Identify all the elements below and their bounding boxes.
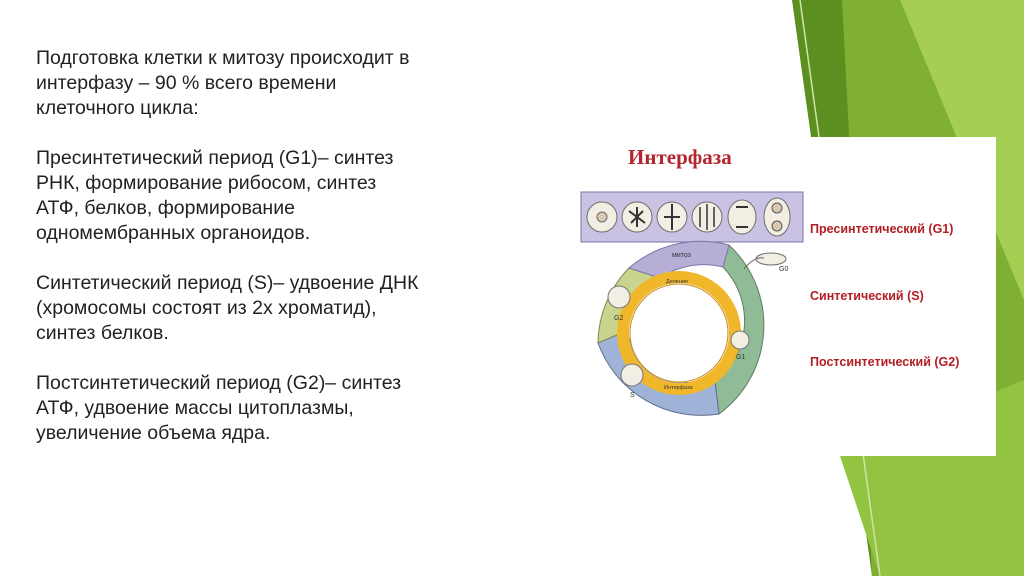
label-mitosis: митоз (672, 252, 691, 259)
label-inner-bottom: Интерфаза (664, 385, 694, 391)
paragraph-g1: Пресинтетический период (G1)– синтез РНК… (36, 146, 556, 246)
paragraph-intro: Подготовка клетки к митозу происходит в … (36, 46, 556, 121)
text-line: Синтетический период (S)– удвоение ДНК (36, 272, 419, 294)
text-line: Пресинтетический период (G1)– синтез (36, 147, 394, 169)
s-cell (620, 363, 644, 387)
legend-g1: Пресинтетический (G1) (810, 222, 954, 236)
paragraph-g2: Постсинтетический период (G2)– синтез АТ… (36, 371, 556, 446)
mitosis-sector (627, 240, 730, 279)
g0-arrow (743, 257, 765, 270)
label-inner-top: Деление (666, 279, 688, 285)
text-line: Подготовка клетки к митозу происходит в (36, 47, 410, 69)
text-line: интерфазу – 90 % всего времени (36, 72, 337, 94)
text-line: клеточного цикла: (36, 97, 199, 119)
text-line: (хромосомы состоят из 2х хроматид), (36, 297, 377, 319)
text-line: Постсинтетический период (G2)– синтез (36, 372, 402, 394)
interphase-figure: митоз G0 G1 G2 S Деление Интерфаза Интер… (574, 137, 996, 456)
label-s: S (630, 392, 635, 399)
legend-s: Синтетический (S) (810, 289, 924, 303)
legend-g2: Постсинтетический (G2) (810, 355, 960, 369)
g1-cell (730, 330, 750, 350)
inner-white (629, 283, 729, 383)
mitosis-stage-icons (586, 197, 791, 237)
figure-title: Интерфаза (628, 145, 732, 169)
text-line: РНК, формирование рибосом, синтез (36, 172, 377, 194)
cell-cycle-diagram: митоз G0 G1 G2 S Деление Интерфаза (580, 191, 804, 416)
label-g1: G1 (736, 354, 745, 361)
label-g2: G2 (614, 315, 623, 322)
g0-cell (755, 252, 787, 266)
text-line: синтез белков. (36, 322, 169, 344)
body-text: Подготовка клетки к митозу происходит в … (36, 46, 556, 471)
g2-cell (607, 285, 631, 309)
label-g0: G0 (779, 266, 788, 273)
text-line: АТФ, удвоение массы цитоплазмы, (36, 397, 354, 419)
paragraph-s: Синтетический период (S)– удвоение ДНК (… (36, 271, 556, 346)
text-line: АТФ, белков, формирование (36, 197, 295, 219)
text-line: увеличение объема ядра. (36, 422, 271, 444)
text-line: одномембранных органоидов. (36, 222, 311, 244)
